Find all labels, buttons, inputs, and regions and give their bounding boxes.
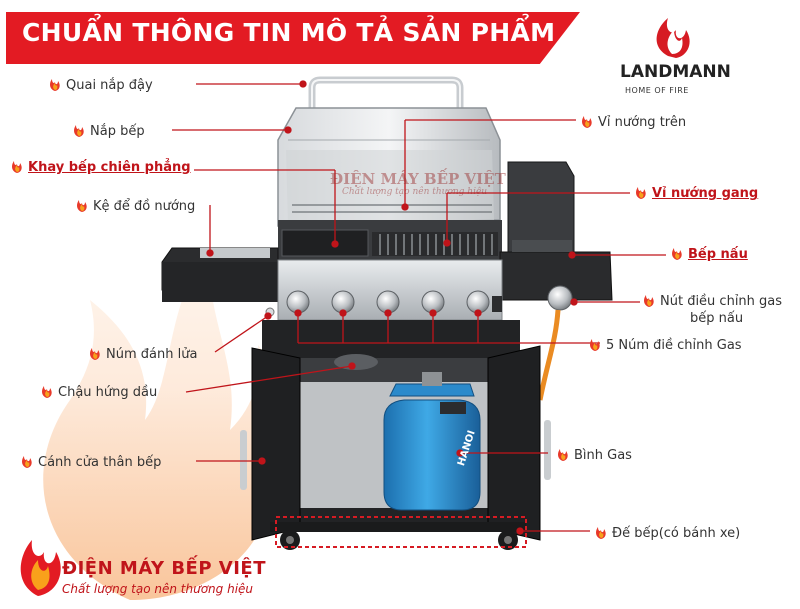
label-ignition: Núm đánh lửa [88, 344, 197, 362]
label-text: Bình Gas [574, 448, 632, 463]
label-text: 5 Núm điề chỉnh Gas [606, 338, 742, 353]
landmann-tagline: HOME OF FIRE [625, 86, 689, 95]
label-gas-tank: Bình Gas [556, 445, 632, 463]
watermark-text: ĐIỆN MÁY BẾP VIỆT [330, 170, 506, 188]
label-text: Đế bếp(có bánh xe) [612, 526, 741, 541]
flame-icon [644, 295, 654, 307]
label-cast-grate: Vỉ nướng gang [634, 183, 758, 201]
landmann-logo: LANDMANN [620, 62, 731, 82]
label-cabinet-door: Cánh cửa thân bếp [20, 452, 161, 470]
flame-icon [582, 116, 592, 128]
flame-icon [50, 79, 60, 91]
flame-icon [12, 161, 22, 173]
label-base: Đế bếp(có bánh xe) [594, 523, 740, 541]
flame-icon [90, 348, 100, 360]
flame-icon [590, 339, 600, 351]
flame-icon [558, 449, 568, 461]
label-text: Cánh cửa thân bếp [38, 455, 162, 470]
page-title: CHUẨN THÔNG TIN MÔ TẢ SẢN PHẨM [22, 18, 556, 47]
label-five-knobs: 5 Núm điề chỉnh Gas [588, 335, 742, 353]
label-text: Chậu hứng dầu [58, 385, 158, 400]
flame-icon [42, 386, 52, 398]
label-handle: Quai nắp đậy [48, 75, 153, 93]
flame-icon [74, 125, 84, 137]
title-banner [6, 12, 580, 64]
background-flame-icon [43, 250, 290, 600]
label-text: Vỉ nướng trên [598, 115, 687, 130]
flame-icon [596, 527, 606, 539]
label-text: Nút điều chỉnh gas [660, 294, 783, 309]
label-text-line2: bếp nấu [690, 311, 744, 326]
label-text: Bếp nấu [688, 247, 748, 262]
label-side-burner: Bếp nấu [670, 244, 748, 262]
flame-icon [636, 187, 646, 199]
label-gas-knob: Nút điều chỉnh gas bếp nấu [642, 291, 782, 327]
label-warming-rack: Vỉ nướng trên [580, 112, 686, 130]
label-text: Khay bếp chiên phẳng [28, 160, 191, 175]
label-text: Nắp bếp [90, 124, 145, 139]
footer-flame-icon [20, 540, 61, 596]
label-lid: Nắp bếp [72, 121, 145, 139]
label-text: Núm đánh lửa [106, 347, 198, 362]
flame-icon [22, 456, 32, 468]
label-griddle: Khay bếp chiên phẳng [10, 157, 191, 175]
watermark-subtext: Chất lượng tạo nên thương hiệu [342, 187, 488, 197]
label-text: Vỉ nướng gang [652, 186, 759, 201]
flame-icon [77, 200, 87, 212]
label-side-shelf: Kệ để đồ nướng [75, 196, 195, 214]
label-grease-tray: Chậu hứng dầu [40, 382, 157, 400]
flame-icon [672, 248, 682, 260]
footer-brand-name: ĐIỆN MÁY BẾP VIỆT [62, 558, 267, 579]
label-text: Kệ để đồ nướng [93, 199, 196, 214]
footer-brand-tagline: Chất lượng tạo nên thương hiệu [62, 582, 254, 596]
label-text: Quai nắp đậy [66, 78, 153, 93]
